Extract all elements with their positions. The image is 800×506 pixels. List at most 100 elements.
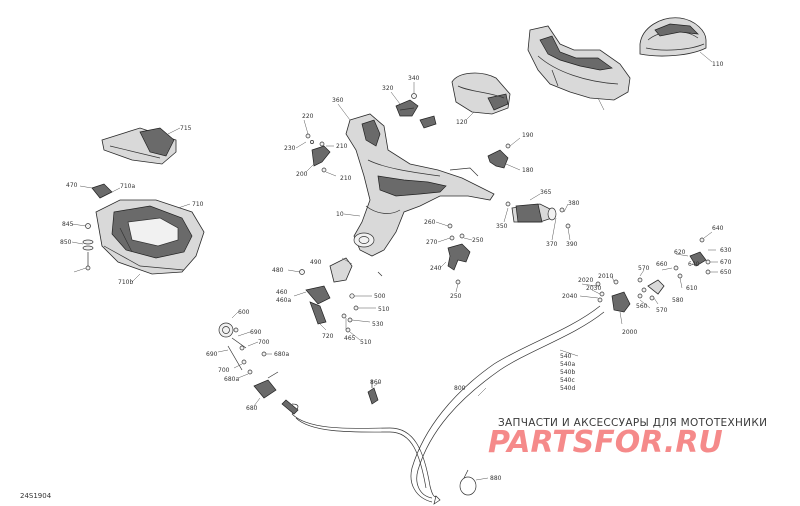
label-2010: 2010 [598, 273, 613, 280]
label-700b: 700 [218, 367, 230, 374]
label-580: 580 [672, 297, 684, 304]
label-2000: 2000 [622, 329, 637, 336]
label-210a: 210 [336, 143, 348, 150]
label-530: 530 [372, 321, 384, 328]
label-360: 360 [332, 97, 344, 104]
handlebar-cover [527, 25, 631, 101]
cable-mount-600 [218, 322, 279, 399]
label-715: 715 [180, 125, 192, 132]
throttle-grip [505, 201, 571, 229]
label-180: 180 [522, 167, 534, 174]
label-490: 490 [310, 259, 322, 266]
label-860: 860 [370, 379, 382, 386]
label-2040: 2040 [562, 293, 577, 300]
label-680a: 680a [274, 351, 289, 358]
label-690b: 690 [206, 351, 218, 358]
clip-860 [367, 380, 379, 405]
label-710b: 710b [118, 279, 133, 286]
label-720: 720 [322, 333, 334, 340]
label-880: 880 [490, 475, 502, 482]
label-350: 350 [496, 223, 508, 230]
fastener-set-840 [82, 223, 94, 271]
label-480: 480 [272, 267, 284, 274]
label-2030: 2030 [586, 285, 601, 292]
label-250a: 250 [472, 237, 484, 244]
label-10: 10 [336, 211, 344, 218]
label-200: 200 [296, 171, 308, 178]
label-640a: 640 [712, 225, 724, 232]
lever-180 [487, 143, 511, 169]
label-700a: 700 [258, 339, 270, 346]
label-710a: 710a [120, 183, 135, 190]
label-230: 230 [284, 145, 296, 152]
label-845: 845 [62, 221, 74, 228]
label-670: 670 [720, 259, 732, 266]
instrument-housing-710 [95, 199, 205, 275]
label-630: 630 [720, 247, 732, 254]
cover-490 [299, 257, 353, 283]
label-610: 610 [686, 285, 698, 292]
label-710: 710 [192, 201, 204, 208]
label-110: 110 [712, 61, 724, 68]
label-320: 320 [382, 85, 394, 92]
label-465: 465 [344, 335, 356, 342]
label-690a: 690 [250, 329, 262, 336]
label-500: 500 [374, 293, 386, 300]
bracket-200 [305, 133, 331, 173]
label-470: 470 [66, 182, 78, 189]
part-labels: 110 120 320 340 360 220 230 210 200 210 … [60, 61, 732, 482]
switch-lever-240 [447, 223, 471, 285]
watermark-brand: PARTSFOR.RU [488, 425, 723, 460]
label-560: 560 [636, 303, 648, 310]
label-850: 850 [60, 239, 72, 246]
label-540c: 540c [560, 377, 575, 384]
label-510b: 510 [360, 339, 372, 346]
label-540: 540 [560, 353, 572, 360]
label-390: 390 [566, 241, 578, 248]
label-650: 650 [720, 269, 732, 276]
label-540a: 540a [560, 361, 575, 368]
fastener-set-500 [341, 271, 383, 333]
label-365: 365 [540, 189, 552, 196]
label-640b: 640 [688, 261, 700, 268]
steering-column [345, 113, 495, 257]
bracket-460 [305, 285, 331, 325]
label-680: 680 [246, 405, 258, 412]
label-240: 240 [430, 265, 442, 272]
label-800: 800 [454, 385, 466, 392]
label-510a: 510 [378, 306, 390, 313]
label-250b: 250 [450, 293, 462, 300]
ring-880 [459, 469, 477, 496]
label-540d: 540d [560, 385, 575, 392]
lever-assembly-right [641, 237, 711, 301]
label-570a: 570 [638, 265, 650, 272]
label-380: 380 [568, 200, 580, 207]
label-340: 340 [408, 75, 420, 82]
label-680b: 680a [224, 376, 239, 383]
label-660: 660 [656, 261, 668, 268]
clip-bracket [395, 93, 419, 117]
label-220: 220 [302, 113, 314, 120]
label-370: 370 [546, 241, 558, 248]
label-540b: 540b [560, 369, 575, 376]
diagram-code: 24S1904 [20, 492, 52, 500]
throttle-cable-800 [281, 399, 437, 497]
watermark-subtitle: ЗАПЧАСТИ И АКСЕССУАРЫ ДЛЯ МОТОТЕХНИКИ [498, 417, 767, 429]
upper-cover [451, 72, 511, 115]
handlebar-pad [639, 17, 707, 57]
label-270: 270 [426, 239, 438, 246]
label-120: 120 [456, 119, 468, 126]
mount-bracket-715 [101, 127, 177, 165]
label-460: 460 [276, 289, 288, 296]
label-570b: 570 [656, 307, 668, 314]
label-460a: 460a [276, 297, 291, 304]
label-190: 190 [522, 132, 534, 139]
label-600: 600 [238, 309, 250, 316]
label-210b: 210 [340, 175, 352, 182]
label-260: 260 [424, 219, 436, 226]
brake-cable-890 [410, 305, 605, 505]
label-2020: 2020 [578, 277, 593, 284]
label-620: 620 [674, 249, 686, 256]
